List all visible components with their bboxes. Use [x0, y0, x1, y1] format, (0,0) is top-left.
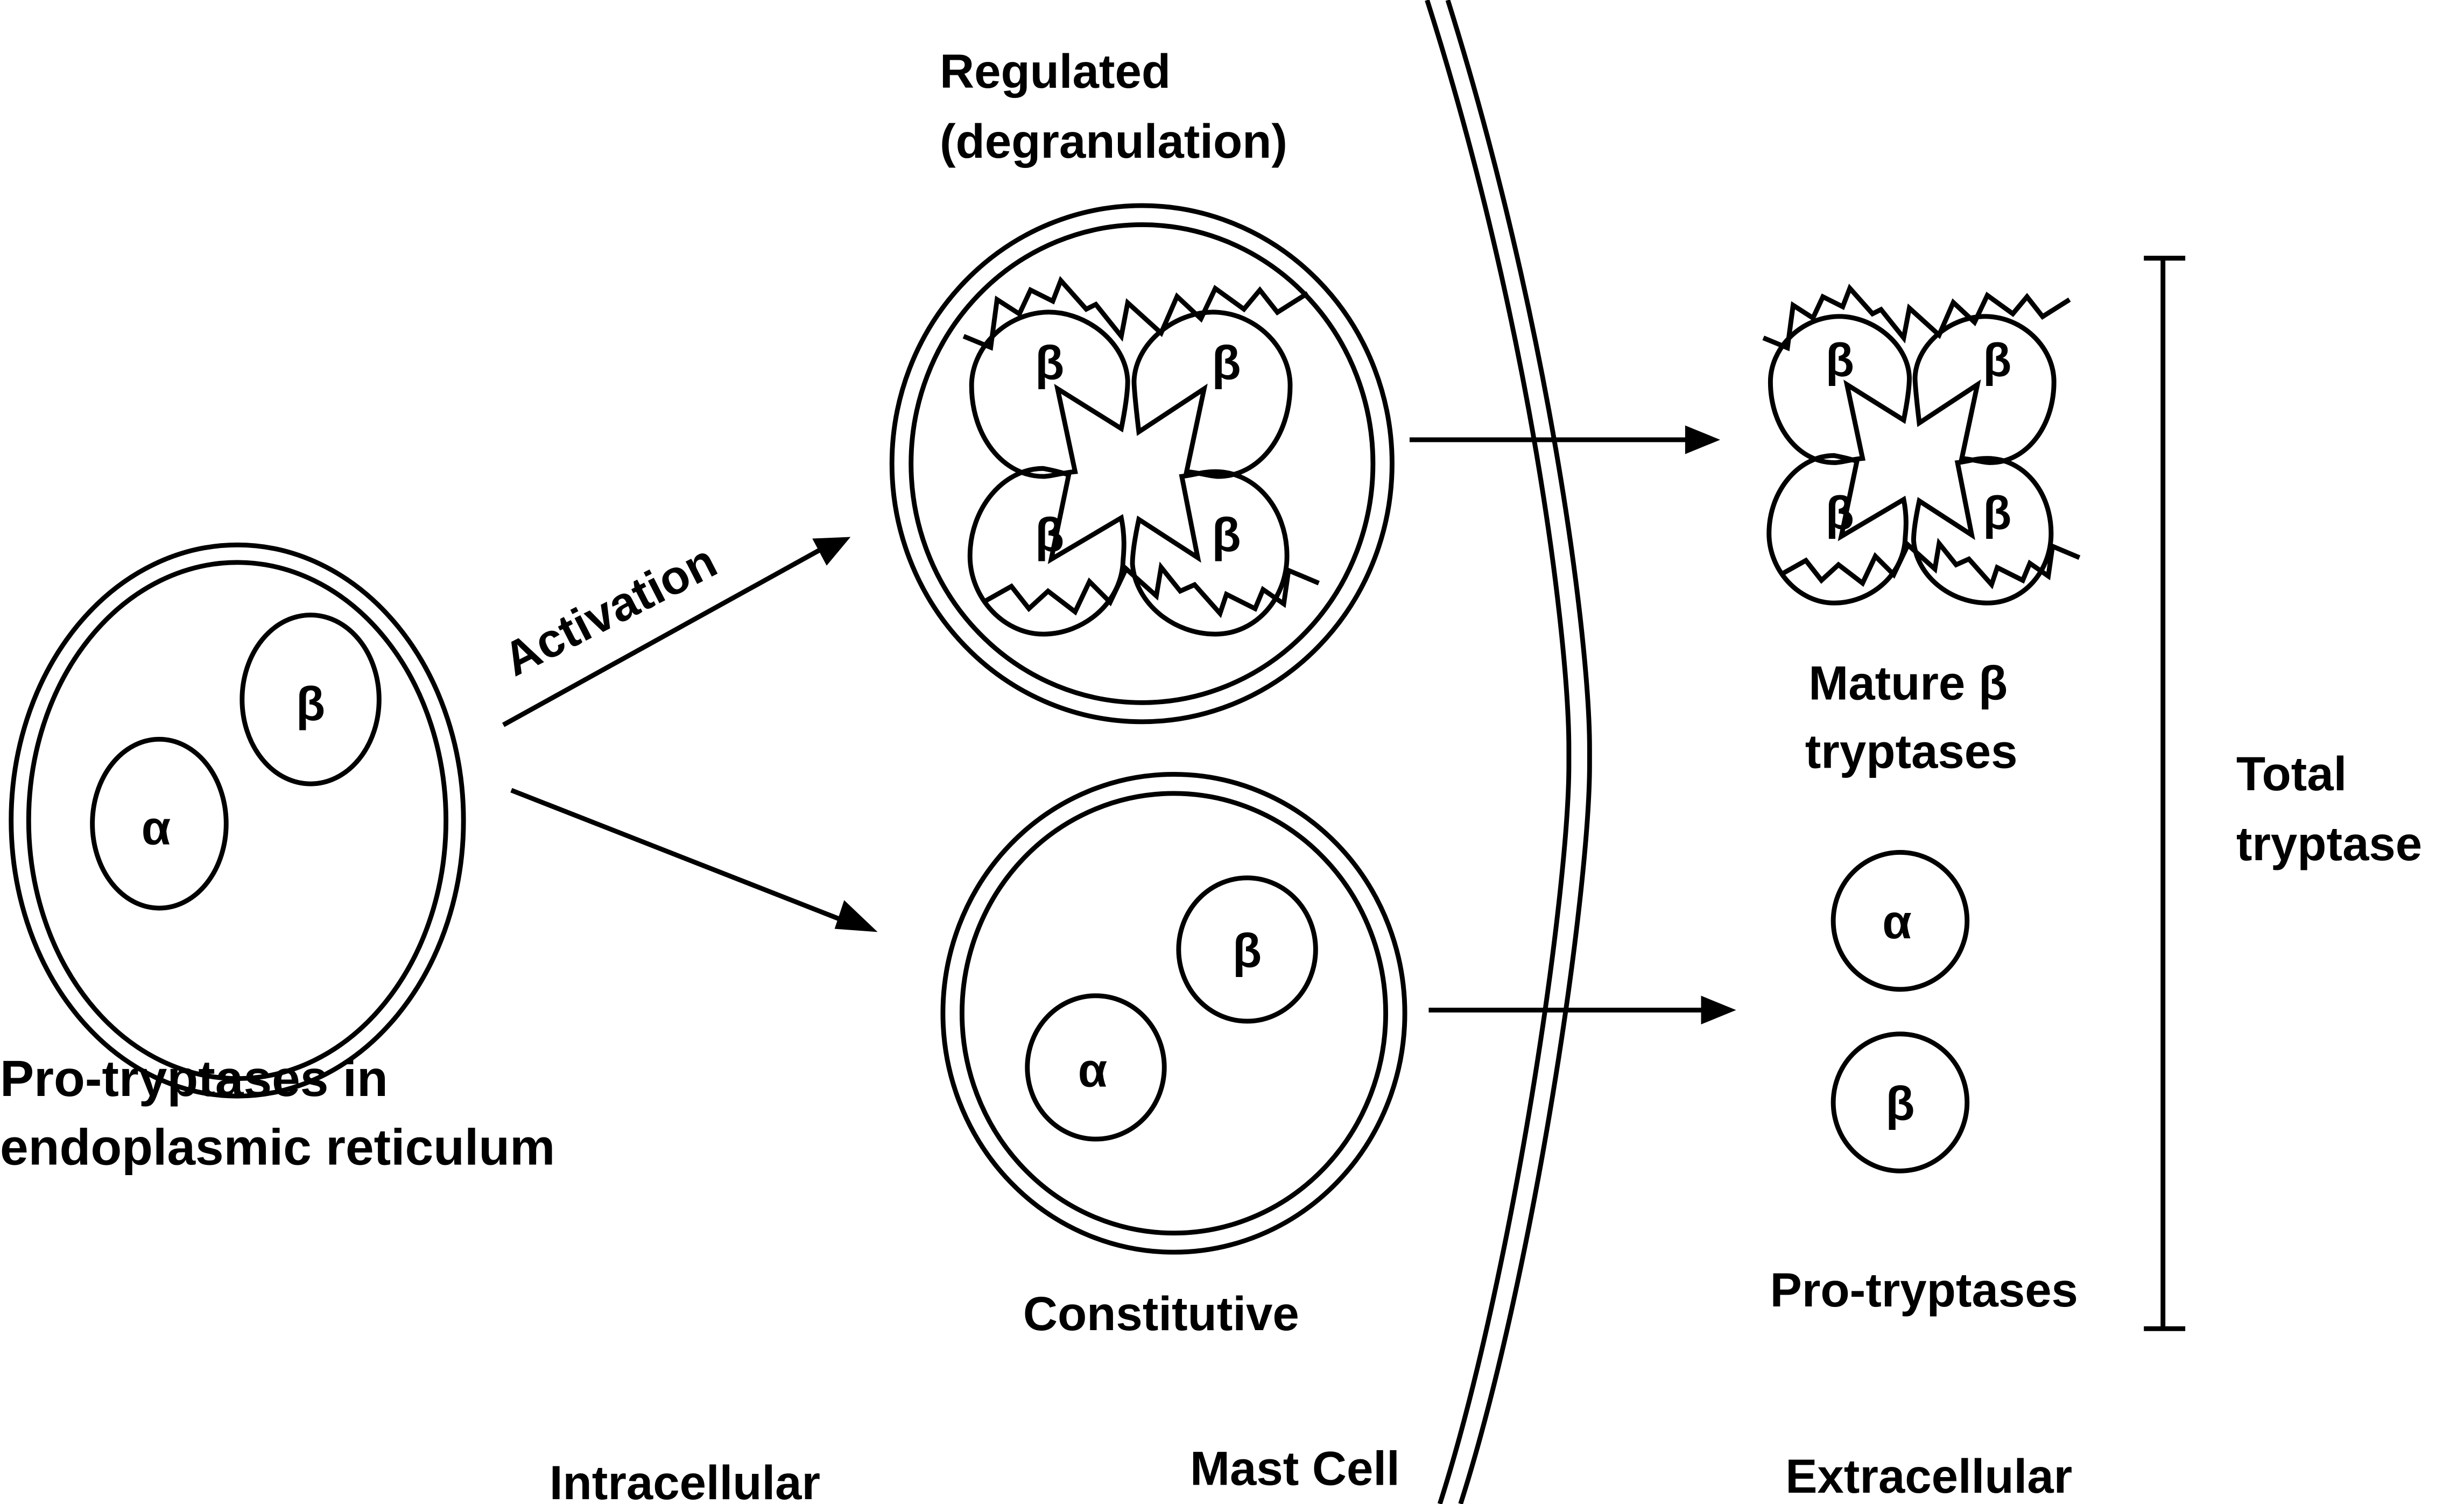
constitutive-release-arrow	[1428, 995, 1736, 1025]
pro-beta-tryptase: β	[1176, 875, 1318, 1024]
constitutive-granule: β α	[940, 771, 1407, 1255]
beta-monomer: β	[1131, 310, 1293, 479]
activation-arrow	[502, 537, 851, 727]
er-label-line1: Pro-tryptases in	[0, 1050, 388, 1107]
beta-tetramer: β β β β	[962, 276, 1320, 637]
regulated-label-line2: (degranulation)	[940, 115, 1287, 168]
beta-monomer: β	[967, 466, 1127, 637]
cell-membrane	[1425, 0, 1592, 1504]
mast-cell-label: Mast Cell	[1190, 1442, 1400, 1495]
beta-symbol: β	[1983, 334, 2011, 386]
pro-beta-tryptase: β	[240, 613, 382, 786]
beta-symbol: β	[1826, 487, 1854, 539]
intracellular-label: Intracellular	[550, 1456, 820, 1504]
beta-monomer: β	[1912, 314, 2057, 465]
total-tryptase-label-line2: tryptase	[2236, 817, 2422, 870]
regulated-label-line1: Regulated	[940, 45, 1171, 98]
pro-alpha-tryptase: α	[1025, 993, 1167, 1142]
mature-beta-tetramer: β β β β	[1762, 284, 2081, 606]
beta-symbol: β	[1233, 924, 1262, 978]
beta-symbol: β	[1826, 334, 1854, 386]
mature-label-line2: tryptases	[1805, 725, 2018, 778]
beta-symbol: β	[296, 677, 325, 730]
constitutive-label: Constitutive	[1023, 1287, 1299, 1340]
alpha-symbol: α	[142, 802, 171, 855]
pro-tryptases-label: Pro-tryptases	[1770, 1263, 2078, 1317]
beta-symbol: β	[1885, 1077, 1914, 1130]
total-tryptase-label-line1: Total	[2236, 747, 2347, 800]
beta-symbol: β	[1035, 336, 1064, 390]
alpha-symbol: α	[1078, 1043, 1108, 1097]
constitutive-arrow	[510, 788, 878, 932]
beta-monomer: β	[969, 310, 1130, 479]
extracellular-label: Extracellular	[1785, 1450, 2072, 1503]
er-vesicle: β α	[9, 542, 466, 1099]
pro-alpha-tryptase: α	[90, 736, 229, 911]
extracellular-pro-beta: β	[1831, 1031, 1970, 1173]
total-tryptase-bracket	[2144, 256, 2186, 1331]
beta-symbol: β	[1035, 508, 1064, 561]
beta-symbol: β	[1983, 487, 2011, 539]
regulated-release-arrow	[1409, 425, 1721, 454]
beta-monomer: β	[1911, 456, 2054, 606]
beta-monomer: β	[1130, 469, 1290, 637]
mature-label-line1: Mature β	[1808, 656, 2008, 709]
beta-monomer: β	[1766, 453, 1909, 606]
er-label-line2: endoplasmic reticulum	[0, 1119, 555, 1176]
extracellular-pro-alpha: α	[1831, 849, 1970, 992]
beta-monomer: β	[1768, 314, 1912, 465]
regulated-granule: β β β β	[889, 203, 1395, 725]
alpha-symbol: α	[1882, 895, 1912, 948]
beta-symbol: β	[1212, 336, 1241, 390]
beta-symbol: β	[1212, 508, 1241, 561]
